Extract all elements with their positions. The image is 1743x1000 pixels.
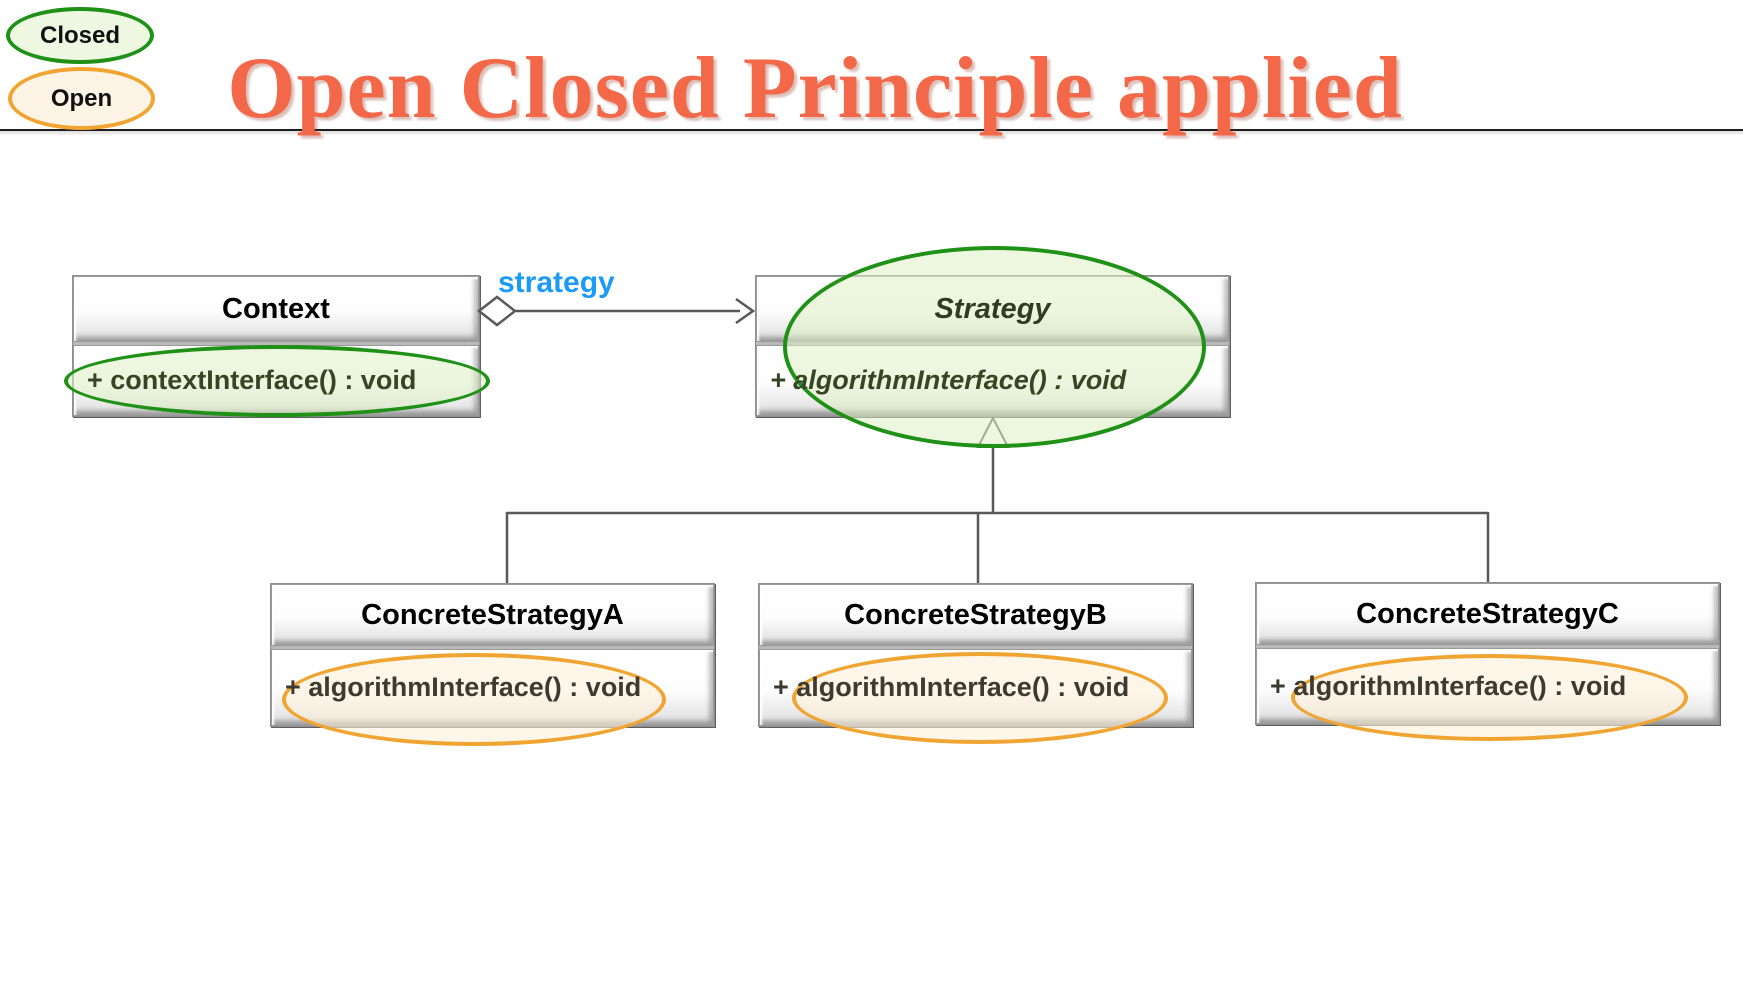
legend-open-label: Open	[50, 84, 113, 112]
class-title-compartment: ConcreteStrategyC	[1256, 583, 1719, 645]
class-name: ConcreteStrategyA	[361, 598, 624, 631]
open-arrowhead-icon	[735, 297, 756, 325]
legend-closed-label: Closed	[39, 21, 120, 49]
method-label: + algorithmInterface() : void	[773, 672, 1130, 702]
class-title-compartment: ConcreteStrategyA	[271, 584, 714, 646]
method-label: + algorithmInterface() : void	[285, 672, 642, 702]
method-label: + algorithmInterface() : void	[1270, 670, 1627, 701]
class-name: ConcreteStrategyB	[844, 598, 1107, 631]
title-divider-shadow	[0, 131, 1743, 135]
method-label: + algorithmInterface() : void	[770, 365, 1127, 395]
method-label: + contextInterface() : void	[87, 365, 417, 395]
class-title-compartment: ConcreteStrategyB	[759, 584, 1192, 646]
inheritance-triangle-icon	[976, 415, 1010, 448]
class-name: Strategy	[934, 292, 1051, 325]
aggregation-diamond-icon	[476, 295, 518, 327]
legend-closed-ellipse: Closed	[6, 7, 154, 64]
legend-open-ellipse: Open	[8, 67, 155, 130]
page-title: Open Closed Principle applied	[227, 40, 1403, 137]
association-role-label: strategy	[498, 266, 615, 299]
class-title-compartment: Context	[73, 276, 479, 342]
class-name: ConcreteStrategyC	[1356, 597, 1619, 630]
class-name: Context	[222, 292, 330, 325]
title-divider-line	[0, 129, 1743, 131]
